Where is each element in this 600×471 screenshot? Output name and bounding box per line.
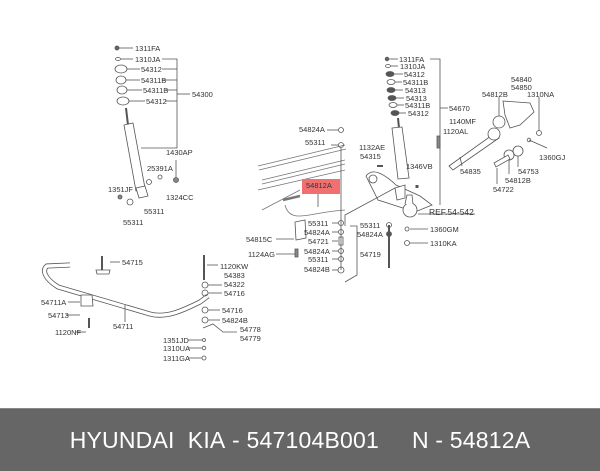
part-label[interactable]: 1310KA — [430, 239, 457, 248]
part-label[interactable]: 1310NA — [527, 90, 555, 99]
part-label[interactable]: 55311 — [360, 221, 381, 230]
tension-rod-icon — [437, 97, 547, 184]
center-link-stack-icon — [276, 128, 357, 283]
lower-control-arm-icon — [345, 166, 475, 268]
part-label[interactable]: 54824A — [304, 228, 330, 237]
part-label[interactable]: 54824B — [222, 316, 248, 325]
part-label[interactable]: 54715 — [122, 258, 143, 267]
part-label[interactable]: 1351JF — [108, 185, 134, 194]
n-number: 54812A — [449, 426, 531, 453]
left-shock-absorber-icon — [115, 46, 190, 205]
part-label[interactable]: 54383 — [224, 271, 245, 280]
part-label[interactable]: 1310UA — [163, 344, 191, 353]
part-label[interactable]: 55311 — [305, 138, 326, 147]
part-label[interactable]: 54719 — [360, 250, 381, 259]
brand-name: HYUNDAI KIA — [69, 426, 226, 453]
part-label[interactable]: 54311B — [403, 78, 429, 87]
part-label[interactable]: 54824A — [357, 230, 383, 239]
part-label[interactable]: 54313 — [405, 86, 426, 95]
part-label[interactable]: 1124AG — [248, 250, 275, 259]
part-label[interactable]: 54311B — [141, 76, 167, 85]
part-label[interactable]: 54312 — [146, 97, 167, 106]
part-label[interactable]: 54313 — [406, 94, 427, 103]
part-number-footer: HYUNDAI KIA - 547104B001 N - 54812A — [0, 408, 600, 471]
part-label[interactable]: 1310JA — [135, 55, 161, 64]
part-label[interactable]: 54824A — [299, 125, 325, 134]
part-label[interactable]: 55311 — [308, 255, 329, 264]
part-label[interactable]: 55311 — [123, 218, 144, 227]
part-label[interactable]: 54315 — [360, 152, 381, 161]
part-label[interactable]: 1360GJ — [539, 153, 566, 162]
part-label[interactable]: 54721 — [308, 237, 329, 246]
part-label[interactable]: 54716 — [224, 289, 245, 298]
separator: - — [428, 426, 450, 453]
part-label[interactable]: 54711 — [113, 322, 134, 331]
part-label[interactable]: 54835 — [460, 167, 481, 176]
separator: - — [225, 426, 247, 453]
part-label[interactable]: 54312 — [141, 65, 162, 74]
part-label[interactable]: 1311FA — [135, 44, 161, 53]
highlighted-part-label[interactable]: 54812A — [302, 179, 340, 194]
part-label[interactable]: 1324CC — [166, 193, 194, 202]
spacer — [379, 427, 412, 454]
part-label[interactable]: 54779 — [240, 334, 261, 343]
part-label[interactable]: 54850 — [511, 83, 532, 92]
part-label[interactable]: 54670 — [449, 104, 470, 113]
part-label[interactable]: 1360GM — [430, 225, 459, 234]
part-label[interactable]: 1310JA — [400, 62, 426, 71]
part-label[interactable]: 1120NF — [55, 328, 82, 337]
part-label[interactable]: 1311GA — [163, 354, 190, 363]
part-label[interactable]: 1346VB — [406, 162, 433, 171]
part-label[interactable]: 1311FA — [399, 55, 425, 64]
part-label[interactable]: 1351JD — [163, 336, 189, 345]
right-strut-icon — [385, 57, 448, 205]
part-label[interactable]: 54778 — [240, 325, 261, 334]
part-label[interactable]: 1120KW — [220, 262, 249, 271]
n-prefix: N — [411, 426, 429, 453]
parts-diagram: 1311FA 1310JA 54312 54311B 54311B 54312 … — [0, 0, 600, 408]
part-label[interactable]: 54840 — [511, 75, 532, 84]
part-label[interactable]: 54312 — [408, 109, 429, 118]
part-label[interactable]: 1132AE — [359, 143, 386, 152]
part-label[interactable]: 54713 — [48, 311, 69, 320]
part-label[interactable]: 1140MF — [449, 117, 476, 126]
part-label[interactable]: 54824A — [304, 247, 330, 256]
part-label[interactable]: 55311 — [144, 207, 165, 216]
part-label[interactable]: 25391A — [147, 164, 173, 173]
part-label[interactable]: 1120AL — [443, 127, 469, 136]
frame-rails-icon — [258, 145, 346, 216]
part-label[interactable]: 54322 — [224, 280, 245, 289]
part-label[interactable]: 54711A — [41, 298, 67, 307]
part-label[interactable]: 54300 — [192, 90, 213, 99]
diagram-drawing — [0, 0, 600, 408]
part-label[interactable]: 1430AP — [166, 148, 193, 157]
part-number: 547104B001 — [246, 426, 379, 453]
part-label[interactable]: 54311B — [143, 86, 169, 95]
part-label[interactable]: 54812B — [505, 176, 531, 185]
part-label[interactable]: 54312 — [404, 70, 425, 79]
reference-label[interactable]: REF.54-542 — [429, 207, 474, 217]
part-label[interactable]: 54716 — [222, 306, 243, 315]
part-label[interactable]: 54722 — [493, 185, 514, 194]
part-label[interactable]: 54753 — [518, 167, 539, 176]
part-label[interactable]: 54311B — [405, 101, 431, 110]
stabilizer-bar-icon — [45, 255, 237, 360]
part-label[interactable]: 54812B — [482, 90, 508, 99]
part-label[interactable]: 54824B — [304, 265, 330, 274]
part-label[interactable]: 54815C — [246, 235, 273, 244]
part-label[interactable]: 55311 — [308, 219, 329, 228]
